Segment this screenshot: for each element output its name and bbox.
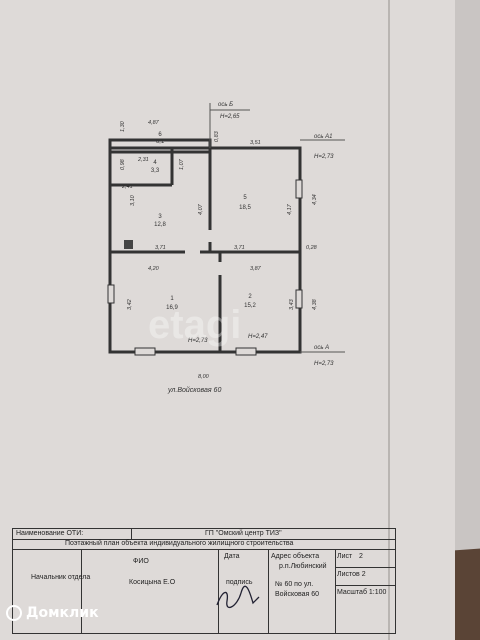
- room-4-area: 3,3: [151, 168, 160, 174]
- dim-371-right: 3,71: [234, 245, 245, 251]
- sheets-count: Листов 2: [337, 571, 366, 578]
- stove-icon: [124, 240, 133, 249]
- dim-107: 1,07: [179, 158, 185, 170]
- dim-351: 3,51: [250, 140, 261, 146]
- floor-plan: ось Б Н=2,65 ось А1 Н=2,73 ось А Н=2,73 …: [107, 102, 345, 394]
- dim-438: 4,38: [312, 298, 318, 310]
- address-label: Адрес объекта: [271, 553, 320, 560]
- dim-130: 1,30: [120, 120, 126, 132]
- room-6-number: 6: [158, 132, 162, 138]
- room-5-number: 5: [243, 195, 247, 201]
- dim-371-left: 3,71: [155, 245, 166, 251]
- dim-417: 4,17: [287, 203, 293, 215]
- room-3-number: 3: [158, 214, 162, 220]
- room-5-area: 18,5: [239, 205, 251, 211]
- dim-098: 0,98: [120, 158, 126, 170]
- title-block: Наименование ОТИ: ГП "Омский центр ТИЗ" …: [12, 528, 396, 634]
- street-address: ул.Войсковая 60: [167, 386, 221, 394]
- room-3-area: 12,8: [154, 222, 166, 228]
- org-label: Наименование ОТИ:: [16, 530, 84, 537]
- axis-a1-label: ось А1: [314, 134, 333, 140]
- sheet-fold-line: [388, 0, 390, 640]
- sheet-value: 2: [359, 553, 363, 560]
- domclick-watermark: Домклик: [6, 605, 99, 621]
- dim-800: 8,00: [198, 374, 210, 380]
- room-2-number: 2: [248, 294, 252, 300]
- dim-407: 4,07: [198, 203, 204, 215]
- etagi-watermark: etagi: [148, 303, 241, 347]
- dim-387: 3,87: [250, 266, 262, 272]
- room-6-area: 6,1: [156, 139, 165, 145]
- room-4-number: 4: [153, 160, 157, 166]
- room-1-area: 16,9: [166, 305, 178, 311]
- dim-487: 4,87: [148, 120, 160, 126]
- axis-a1-height: Н=2,73: [314, 154, 334, 160]
- room-2-area: 15,2: [244, 303, 256, 309]
- address-line4: Войсковая 60: [275, 591, 320, 598]
- dim-231: 2,31: [137, 157, 149, 163]
- domclick-logo-icon: [6, 605, 22, 621]
- dim-434: 4,34: [312, 194, 318, 205]
- dim-342: 3,42: [127, 299, 133, 310]
- signature-scribble: [216, 585, 260, 609]
- dim-420: 4,20: [148, 266, 160, 272]
- axis-a-label: ось А: [314, 345, 329, 351]
- dim-343: 3,43: [289, 298, 295, 310]
- room-1-number: 1: [170, 296, 174, 302]
- axis-top-height: Н=2,65: [220, 114, 240, 120]
- date-label: Дата: [224, 553, 240, 560]
- org-value: ГП "Омский центр ТИЗ": [205, 530, 282, 537]
- paper-sheet: [0, 0, 455, 640]
- height-left: Н=2,73: [188, 338, 208, 344]
- dim-083: 0,83: [214, 130, 220, 142]
- fio-label: ФИО: [133, 558, 149, 565]
- address-line3: № 60 по ул.: [275, 581, 314, 588]
- dim-028: 0,28: [306, 245, 318, 251]
- domclick-brand: Домклик: [26, 605, 99, 621]
- house-outer-wall: [108, 146, 302, 354]
- document-title: Поэтажный план объекта индивидуального ж…: [65, 540, 294, 547]
- signature-label: подпись: [226, 579, 253, 586]
- axis-top-label: ось Б: [218, 102, 233, 108]
- dim-310: 3,10: [130, 194, 136, 206]
- axis-a-height: Н=2,73: [314, 361, 334, 367]
- scale: Масштаб 1:100: [337, 589, 387, 596]
- role: Начальник отдела: [31, 574, 91, 581]
- height-right: Н=2,47: [248, 334, 268, 340]
- address-line2: р.п.Любинский: [279, 563, 327, 570]
- person-name: Косицына Е.О: [129, 579, 176, 586]
- sheet-label: Лист: [337, 553, 353, 560]
- dim-241: 2,41: [121, 184, 133, 190]
